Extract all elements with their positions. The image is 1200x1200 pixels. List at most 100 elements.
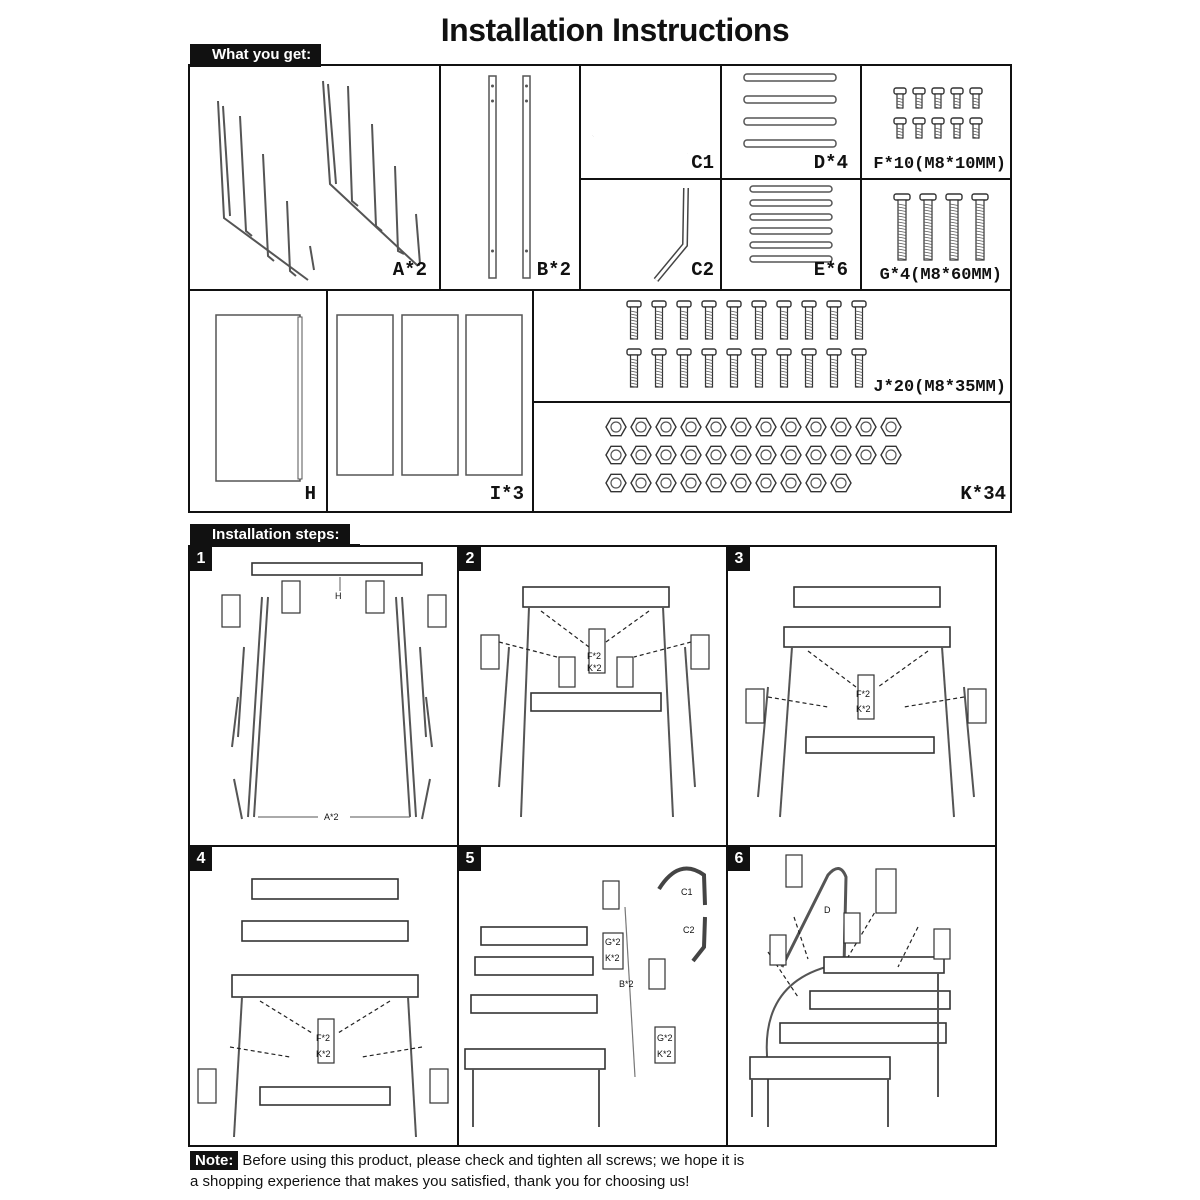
nut-k-icon: [830, 417, 852, 437]
step-1-callout-mid-right: [365, 580, 385, 614]
part-c2-drawing: [653, 187, 689, 282]
nut-k-icon: [880, 417, 902, 437]
note-label: Note:: [190, 1151, 239, 1170]
part-d-cell: D*4: [720, 64, 862, 180]
nut-k-icon: [705, 445, 727, 465]
step-3-callout-center: [857, 674, 875, 720]
screw-g-icon: [919, 193, 937, 261]
part-i-label: I*3: [489, 483, 524, 505]
part-e-cell: E*6: [720, 178, 862, 291]
screw-j-icon: [726, 300, 742, 340]
step-4-callout-left: [197, 1068, 217, 1104]
nut-k-icon: [880, 445, 902, 465]
screw-f-icon: [950, 87, 964, 109]
part-i-drawing: [336, 314, 523, 476]
screw-j-icon: [826, 300, 842, 340]
step-4-kk-label: K*2: [316, 1049, 331, 1059]
screw-j-icon: [626, 300, 642, 340]
nut-k-icon: [680, 417, 702, 437]
part-k-label: K*34: [960, 483, 1006, 505]
nut-k-icon: [680, 473, 702, 493]
part-b-cell: B*2: [439, 64, 581, 291]
part-j-drawing: [626, 300, 867, 388]
part-h-label: H: [304, 483, 316, 505]
nut-k-icon: [805, 417, 827, 437]
step-3-fk-label: F*2: [856, 689, 870, 699]
part-b-drawing: [488, 75, 531, 279]
step-1-number: 1: [190, 547, 212, 571]
part-j-cell: J*20(M8*35MM): [532, 289, 1012, 403]
nut-k-icon: [655, 445, 677, 465]
step-5-g1-label: G*2: [605, 937, 621, 947]
step-2-fk-label: F*2: [587, 651, 601, 661]
step-2-panel: 2 F*2 K*2: [457, 545, 728, 847]
page-title: Installation Instructions: [440, 12, 790, 48]
nut-k-icon: [805, 473, 827, 493]
nut-k-icon: [805, 445, 827, 465]
nut-k-icon: [780, 473, 802, 493]
screw-f-icon: [893, 87, 907, 109]
step-5-b-label: B*2: [619, 979, 634, 989]
step-6-callout-center: [843, 912, 861, 944]
part-c1-cell: C1: [579, 64, 722, 180]
part-k-cell: K*34: [532, 401, 1012, 513]
note-block: Note:Before using this product, please c…: [190, 1150, 744, 1192]
screw-g-icon: [945, 193, 963, 261]
step-2-callout-left: [480, 634, 500, 670]
step-5-callout-top: [602, 880, 620, 910]
step-1-callout-left: [221, 594, 241, 628]
part-f-cell: F*10(M8*10MM): [860, 64, 1012, 180]
step-5-k1-label: K*2: [605, 953, 620, 963]
screw-j-icon: [701, 300, 717, 340]
step-2-callout-right: [690, 634, 710, 670]
step-6-callout-top-left: [785, 854, 803, 888]
screw-j-icon: [776, 300, 792, 340]
nut-k-icon: [630, 473, 652, 493]
screw-f-icon: [912, 117, 926, 139]
step-6-callout-left: [769, 934, 787, 966]
screw-f-icon: [931, 87, 945, 109]
step-5-callout-mid: [648, 958, 666, 990]
step-1-panel: 1 H A*2: [188, 545, 459, 847]
part-i-cell: I*3: [326, 289, 534, 513]
step-5-k2-label: K*2: [657, 1049, 672, 1059]
screw-f-icon: [969, 87, 983, 109]
screw-f-icon: [893, 117, 907, 139]
step-5-number: 5: [459, 847, 481, 871]
step-4-number: 4: [190, 847, 212, 871]
screw-g-icon: [893, 193, 911, 261]
part-d-drawing: [743, 73, 837, 148]
nut-k-icon: [730, 445, 752, 465]
part-g-cell: G*4(M8*60MM): [860, 178, 1012, 291]
screw-j-icon: [826, 348, 842, 388]
part-b-label: B*2: [536, 259, 571, 281]
steps-section-header: Installation steps:: [190, 524, 350, 547]
nut-k-icon: [630, 417, 652, 437]
screw-j-icon: [801, 300, 817, 340]
nut-k-icon: [830, 445, 852, 465]
part-a-label: A*2: [392, 259, 427, 281]
step-5-panel: 5 C1 C2 B*2 G*2 K*2 G*2 K*2: [457, 845, 728, 1147]
step-5-c2-label: C2: [683, 925, 695, 935]
step-5-drawing: C1 C2 B*2 G*2 K*2 G*2 K*2: [464, 866, 707, 1127]
screw-f-icon: [969, 117, 983, 139]
screw-j-icon: [851, 348, 867, 388]
screw-j-icon: [851, 300, 867, 340]
screw-j-icon: [776, 348, 792, 388]
part-j-label: J*20(M8*35MM): [873, 378, 1006, 397]
step-6-callout-right: [933, 928, 951, 960]
nut-k-icon: [705, 417, 727, 437]
step-2-callout-center: [588, 628, 606, 674]
nut-k-icon: [655, 473, 677, 493]
nut-k-icon: [780, 417, 802, 437]
nut-k-icon: [605, 417, 627, 437]
part-f-label: F*10(M8*10MM): [873, 155, 1006, 174]
part-e-drawing: [749, 185, 833, 263]
screw-j-icon: [676, 348, 692, 388]
nut-k-icon: [655, 417, 677, 437]
nut-k-icon: [605, 473, 627, 493]
step-3-callout-right: [967, 688, 987, 724]
part-h-drawing: [215, 314, 303, 482]
screw-j-icon: [751, 300, 767, 340]
step-1-callout-right: [427, 594, 447, 628]
